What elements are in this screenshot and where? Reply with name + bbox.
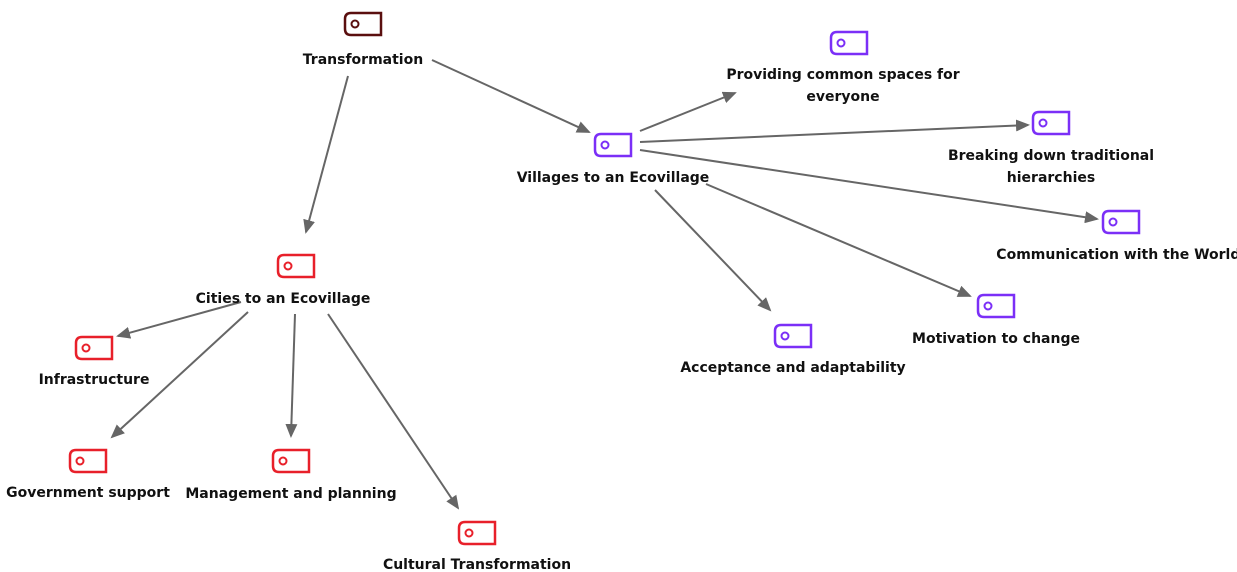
edge-transformation-to-cities [303,75,349,234]
edge-cities-to-management [285,313,298,438]
node-cities-to-ecovillage[interactable]: Cities to an Ecovillage [196,253,371,307]
node-management-and-planning[interactable]: Management and planning [185,448,397,502]
node-label: Management and planning [185,486,396,502]
node-label: Acceptance and adaptability [680,360,905,376]
edge-villages-to-hierarchies [639,119,1030,143]
node-transformation[interactable]: Transformation [303,11,423,68]
node-providing-common-spaces[interactable]: Providing common spaces for everyone [726,30,960,105]
code-tag-icon [829,30,869,56]
edge-villages-to-common_spaces [639,91,737,132]
edge-cities-to-cultural [327,313,460,510]
code-tag-icon [74,335,114,361]
code-tag-icon [1031,110,1071,136]
node-label: Infrastructure [39,372,150,388]
node-label: hierarchies [1007,170,1095,186]
node-label: Cities to an Ecovillage [196,291,371,307]
code-tag-icon [976,293,1016,319]
edge-villages-to-motivation [705,183,972,297]
node-villages-to-ecovillage[interactable]: Villages to an Ecovillage [517,132,710,186]
node-acceptance-and-adaptability[interactable]: Acceptance and adaptability [680,323,906,376]
code-tag-icon [593,132,633,158]
node-label: everyone [806,89,879,105]
node-label: Communication with the World. [996,247,1237,263]
node-communication-with-world[interactable]: Communication with the World. [996,209,1237,263]
node-cultural-transformation[interactable]: Cultural Transformation [383,520,571,572]
node-label: Motivation to change [912,331,1080,347]
node-infrastructure[interactable]: Infrastructure [39,335,150,388]
code-tag-icon [773,323,813,349]
node-label: Government support [6,485,170,501]
code-tag-icon [68,448,108,474]
code-tag-icon [271,448,311,474]
edge-cities-to-infrastructure [116,301,242,339]
node-motivation-to-change[interactable]: Motivation to change [912,293,1080,347]
node-label: Villages to an Ecovillage [517,170,710,186]
edge-cities-to-government [110,311,249,439]
node-breaking-down-hierarchies[interactable]: Breaking down traditional hierarchies [948,110,1154,186]
node-label: Transformation [303,52,423,68]
node-label: Cultural Transformation [383,557,571,572]
node-government-support[interactable]: Government support [6,448,170,501]
code-tag-icon [1101,209,1141,235]
node-label: Breaking down traditional [948,148,1154,164]
code-tag-icon [276,253,316,279]
code-tag-icon [457,520,497,546]
edge-villages-to-acceptance [654,189,772,312]
code-tag-icon [343,11,383,37]
edge-villages-to-communication [639,149,1099,224]
edges-layer [110,59,1099,510]
node-label: Providing common spaces for [726,67,959,83]
edge-transformation-to-villages [431,59,591,133]
